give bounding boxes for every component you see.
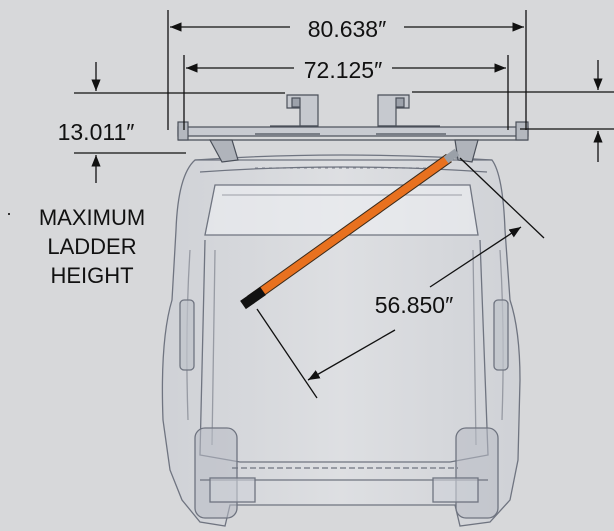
side-label-line-2: LADDER xyxy=(47,234,137,259)
roof-rack xyxy=(177,94,529,163)
dim-inner-label-bg xyxy=(294,53,392,83)
dim-ladder-length-label: 56.850″ xyxy=(375,292,454,318)
dim-overall-label-bg xyxy=(292,12,402,42)
ladder-end-cap xyxy=(240,286,266,310)
stray-dot xyxy=(8,213,10,215)
max-ladder-height-label: MAXIMUM LADDER HEIGHT xyxy=(12,203,172,290)
van-body xyxy=(161,154,521,527)
side-label-line-3: HEIGHT xyxy=(50,263,134,288)
dim-height-label: 13.011″ xyxy=(58,119,135,145)
ladder-top-clamp xyxy=(443,148,460,164)
dimension-lines xyxy=(74,10,614,399)
dim-overall-width-label: 80.638″ xyxy=(308,16,387,42)
side-label-line-1: MAXIMUM xyxy=(38,205,146,230)
ladder xyxy=(240,148,460,310)
dim-inner-width-label: 72.125″ xyxy=(304,57,383,83)
